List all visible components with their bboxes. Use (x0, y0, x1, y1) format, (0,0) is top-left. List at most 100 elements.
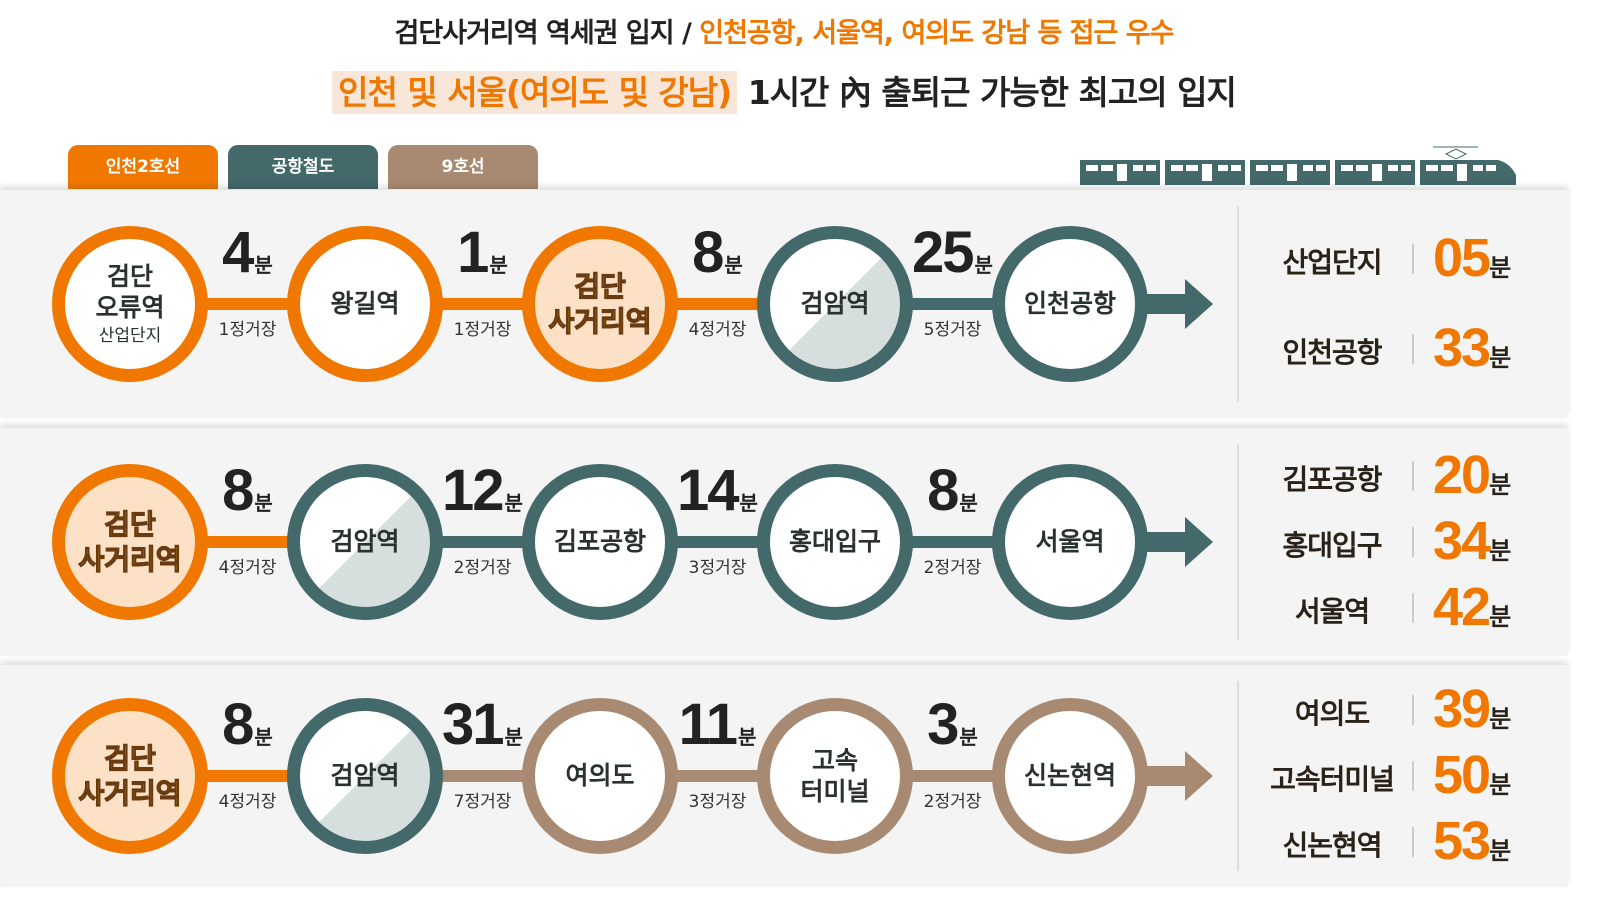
minutes-value: 14 (677, 458, 739, 523)
station-subtitle: 산업단지 (98, 325, 162, 346)
arrow-right-icon (1145, 517, 1215, 567)
summary-destination: 김포공항 (1282, 463, 1382, 496)
minutes-value: 3 (927, 692, 959, 757)
station[interactable]: 홍대입구 (757, 464, 913, 620)
segment-stops: 4정거장 (218, 792, 277, 812)
divider (1237, 444, 1239, 640)
station-name: 검단 사거리역 (548, 269, 652, 338)
station[interactable]: 인천공항 (992, 226, 1148, 382)
station[interactable]: 검단 사거리역 (52, 464, 208, 620)
summary-minutes: 53분 (1433, 814, 1511, 868)
summary-minutes-value: 50 (1433, 745, 1491, 805)
station[interactable]: 서울역 (992, 464, 1148, 620)
station-name: 김포공항 (553, 527, 646, 557)
segment-stops: 1정거장 (453, 320, 512, 340)
divider (1237, 681, 1239, 871)
station-name: 검단 오류역 (95, 262, 165, 323)
station[interactable]: 고속 터미널 (757, 698, 913, 854)
station[interactable]: 검단 사거리역 (52, 698, 208, 854)
separator (1412, 244, 1414, 274)
tab-line-0[interactable]: 인천2호선 (68, 145, 218, 189)
station[interactable]: 검암역 (757, 226, 913, 382)
minutes-unit: 분 (254, 253, 273, 277)
minutes-unit: 분 (1489, 837, 1512, 865)
subheadline-highlight: 인천 및 서울(여의도 및 강남) (332, 71, 738, 114)
minutes-unit: 분 (739, 491, 758, 515)
minutes-unit: 분 (504, 725, 523, 749)
separator (1412, 593, 1414, 623)
minutes-unit: 분 (959, 725, 978, 749)
separator (1412, 827, 1414, 857)
station[interactable]: 김포공항 (522, 464, 678, 620)
summary-minutes: 33분 (1433, 321, 1511, 375)
station-name: 검단 사거리역 (78, 741, 182, 810)
summary-minutes: 39분 (1433, 682, 1511, 736)
minutes-value: 8 (692, 220, 724, 285)
segment-stops: 3정거장 (688, 792, 747, 812)
minutes-unit: 분 (724, 253, 743, 277)
summary-minutes-value: 05 (1433, 228, 1491, 288)
summary-minutes-value: 34 (1433, 511, 1491, 571)
minutes-unit: 분 (1489, 537, 1512, 565)
tab-line-2[interactable]: 9호선 (388, 145, 538, 189)
station[interactable]: 왕길역 (287, 226, 443, 382)
separator (1412, 527, 1414, 557)
divider (1237, 206, 1239, 402)
station[interactable]: 여의도 (522, 698, 678, 854)
summary-minutes: 50분 (1433, 748, 1511, 802)
segment-stops: 3정거장 (688, 558, 747, 578)
subheadline: 인천 및 서울(여의도 및 강남) 1시간 內 출퇴근 가능한 최고의 입지 (0, 70, 1568, 116)
station[interactable]: 검암역 (287, 464, 443, 620)
minutes-unit: 분 (504, 491, 523, 515)
separator (1412, 761, 1414, 791)
summary-minutes-value: 33 (1433, 318, 1491, 378)
minutes-value: 8 (222, 692, 254, 757)
summary-minutes-value: 42 (1433, 577, 1491, 637)
separator (1412, 695, 1414, 725)
summary-destination: 고속터미널 (1270, 763, 1395, 796)
segment-stops: 2정거장 (923, 792, 982, 812)
train-icon (1080, 146, 1516, 185)
tab-line-1[interactable]: 공항철도 (228, 145, 378, 189)
minutes-value: 4 (222, 220, 254, 285)
minutes-value: 8 (927, 458, 959, 523)
station[interactable]: 신논현역 (992, 698, 1148, 854)
headline: 검단사거리역 역세권 입지 / 인천공항, 서울역, 여의도 강남 등 접근 우… (0, 14, 1568, 54)
segment-stops: 2정거장 (923, 558, 982, 578)
minutes-unit: 분 (959, 491, 978, 515)
summary-destination: 여의도 (1294, 697, 1370, 730)
station[interactable]: 검단 사거리역 (522, 226, 678, 382)
summary-destination: 신논현역 (1282, 829, 1382, 862)
summary-minutes: 34분 (1433, 514, 1511, 568)
summary-destination: 홍대입구 (1282, 529, 1382, 562)
station-name: 서울역 (1035, 527, 1105, 557)
station-name: 신논현역 (1023, 761, 1116, 791)
minutes-unit: 분 (1489, 771, 1512, 799)
minutes-value: 25 (912, 220, 974, 285)
summary-minutes-value: 20 (1433, 445, 1491, 505)
segment-stops: 4정거장 (688, 320, 747, 340)
summary-minutes-value: 39 (1433, 679, 1491, 739)
segment-stops: 5정거장 (923, 320, 982, 340)
summary-minutes: 20분 (1433, 448, 1511, 502)
summary-minutes: 05분 (1433, 231, 1511, 285)
station-name: 검단 사거리역 (78, 507, 182, 576)
station-name: 왕길역 (330, 289, 400, 319)
station-name: 검암역 (800, 289, 870, 319)
station-name: 검암역 (330, 527, 400, 557)
station[interactable]: 검암역 (287, 698, 443, 854)
summary-destination: 인천공항 (1282, 336, 1382, 369)
